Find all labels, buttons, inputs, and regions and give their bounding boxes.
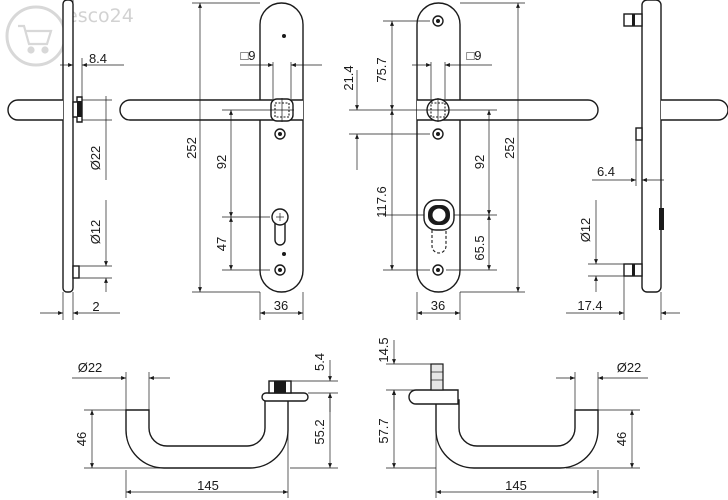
dim-57-7: 57.7 xyxy=(376,418,391,443)
cart-icon xyxy=(18,24,53,54)
logo-text: esco24 xyxy=(66,5,134,27)
dim-252: 252 xyxy=(502,137,517,159)
esco24-logo: esco24 xyxy=(5,5,134,67)
handle-view-left xyxy=(72,360,338,498)
dim-145: 145 xyxy=(505,478,527,493)
side-view-left xyxy=(7,0,124,320)
dim-2: 2 xyxy=(92,299,99,314)
dim-6-4: 6.4 xyxy=(597,164,615,179)
dim-diameter-22: Ø22 xyxy=(617,360,642,375)
dim-diameter-22: Ø22 xyxy=(78,360,103,375)
dim-diameter-12: Ø12 xyxy=(88,220,103,245)
plate-view-right xyxy=(349,2,599,320)
plate-view-left xyxy=(119,2,322,320)
dim-46: 46 xyxy=(74,432,89,446)
dim-5-4: 5.4 xyxy=(312,353,327,371)
dim-145: 145 xyxy=(197,478,219,493)
dim-14-5: 14.5 xyxy=(376,337,391,362)
dim-8-4: 8.4 xyxy=(89,51,107,66)
dim-117-6: 117.6 xyxy=(374,186,389,218)
dim-92: 92 xyxy=(472,155,487,169)
dim-square-9: □9 xyxy=(466,48,481,63)
dim-46: 46 xyxy=(614,432,629,446)
dim-252: 252 xyxy=(184,137,199,159)
dim-square-9: □9 xyxy=(240,48,255,63)
dim-diameter-22: Ø22 xyxy=(88,146,103,171)
side-view-right xyxy=(566,0,728,320)
dim-21-4: 21.4 xyxy=(341,65,356,90)
dim-36: 36 xyxy=(431,298,445,313)
dim-17-4: 17.4 xyxy=(577,298,602,313)
dim-47: 47 xyxy=(214,237,229,251)
dim-55-2: 55.2 xyxy=(312,419,327,444)
dim-92: 92 xyxy=(214,155,229,169)
logo-circle-icon xyxy=(5,5,67,67)
dim-65-5: 65.5 xyxy=(472,235,487,260)
dim-75-7: 75.7 xyxy=(374,57,389,82)
dim-diameter-12: Ø12 xyxy=(578,218,593,243)
handle-view-right xyxy=(386,340,648,498)
dim-36: 36 xyxy=(274,298,288,313)
